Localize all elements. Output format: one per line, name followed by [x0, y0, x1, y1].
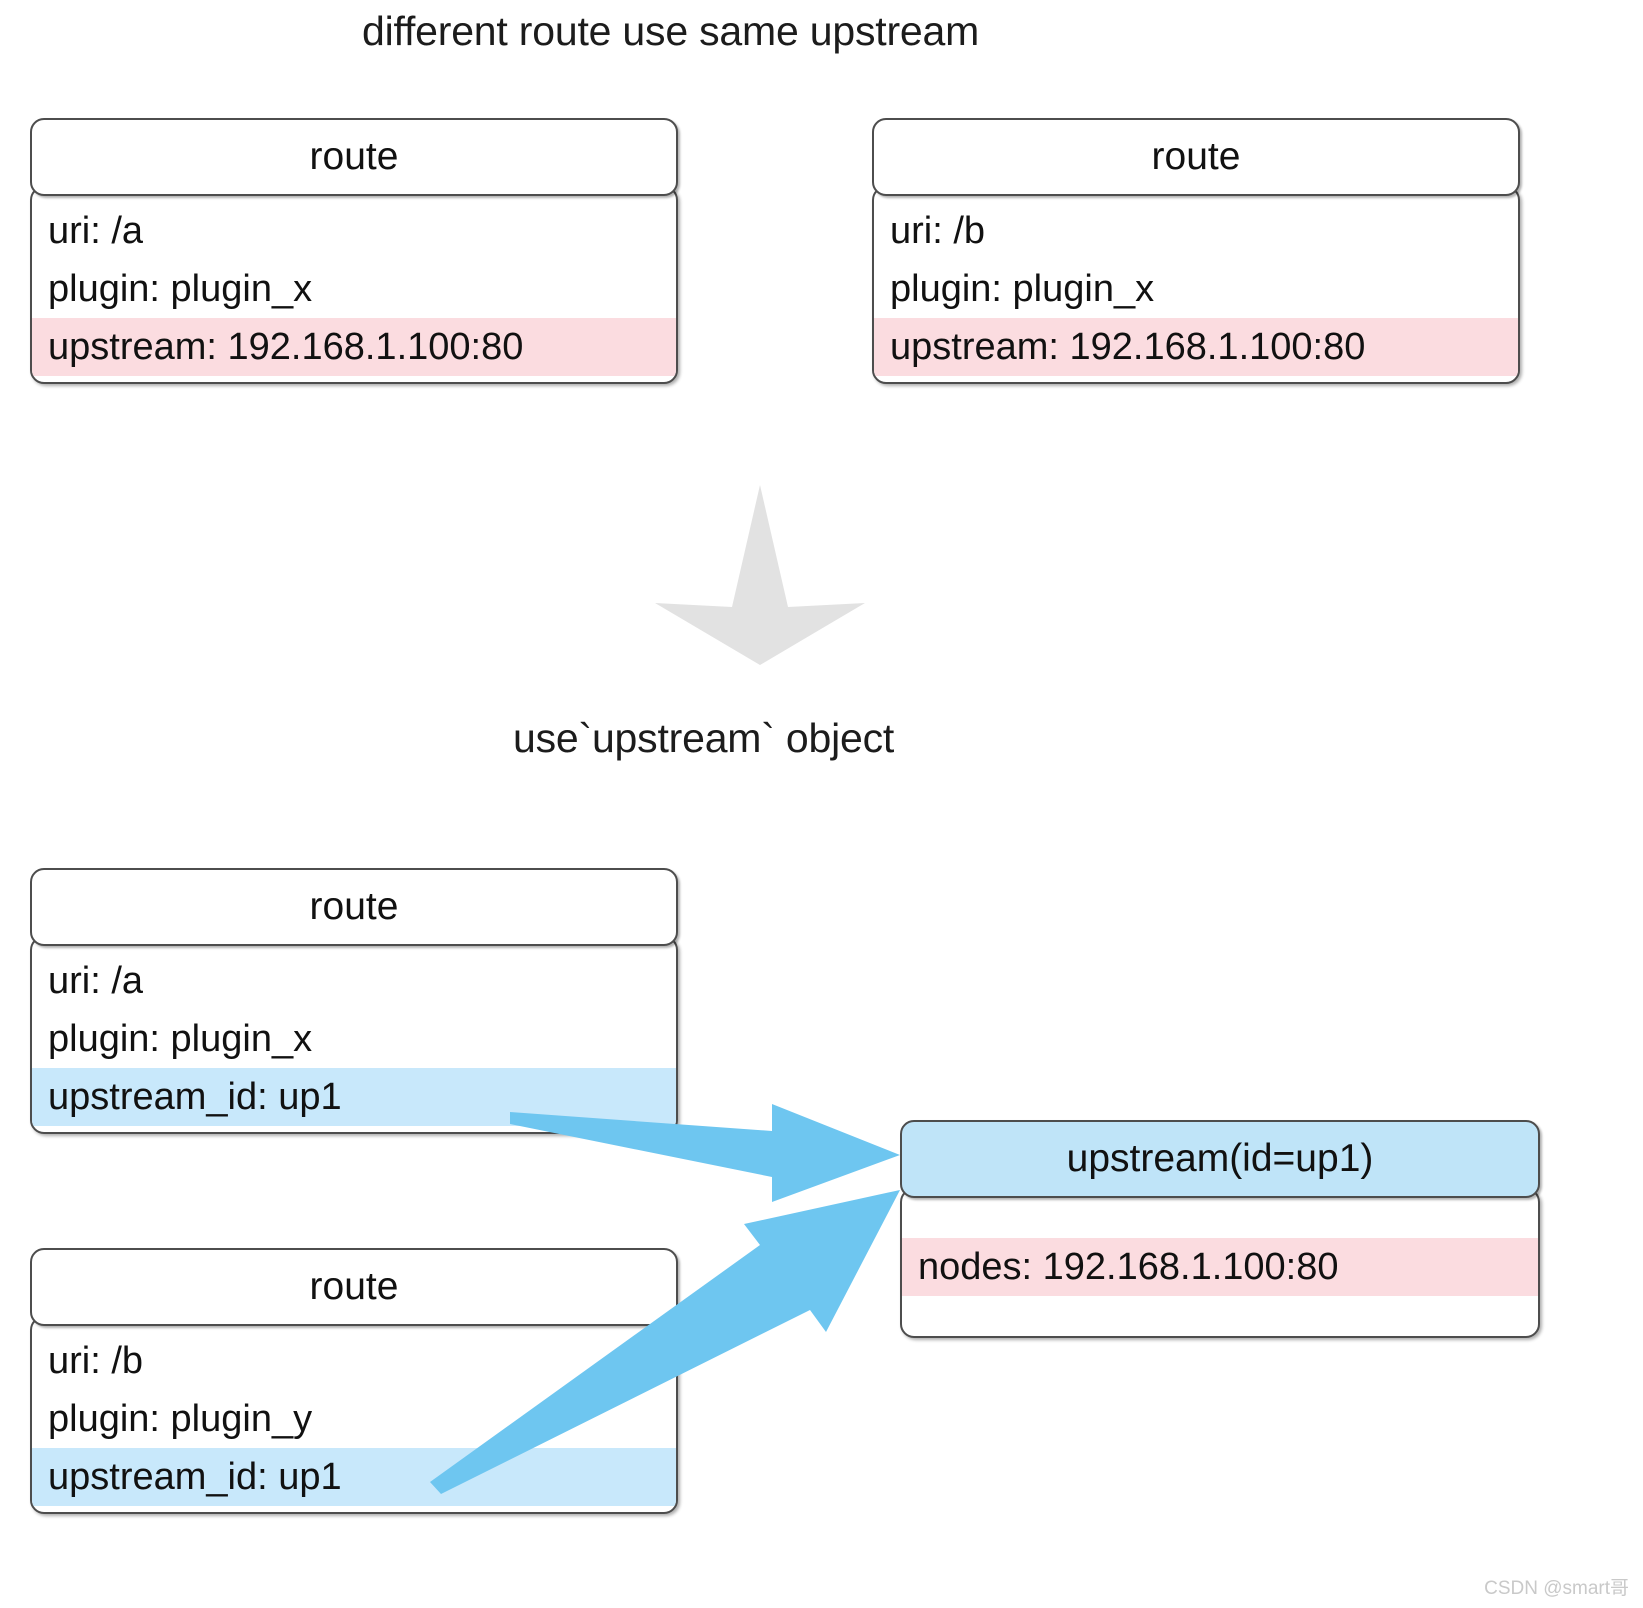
field-plugin: plugin: plugin_x — [890, 268, 1155, 310]
card-body: uri: /a plugin: plugin_x upstream_id: up… — [30, 936, 678, 1134]
field-uri: uri: /b — [890, 210, 986, 252]
field-uri: uri: /a — [48, 210, 144, 252]
down-arrow-icon — [655, 485, 865, 665]
card-header-label: route — [872, 118, 1520, 196]
spacer-row-bottom — [902, 1296, 1538, 1330]
card-header-label: route — [30, 118, 678, 196]
card-header-label: route — [30, 1248, 678, 1326]
field-upstream: upstream: 192.168.1.100:80 — [874, 318, 1518, 376]
upstream-card-header-label: upstream(id=up1) — [900, 1120, 1540, 1198]
watermark: CSDN @smart哥 — [1484, 1578, 1629, 1599]
field-uri: uri: /b — [48, 1340, 144, 1382]
card-body: nodes: 192.168.1.100:80 — [900, 1188, 1540, 1338]
field-plugin: plugin: plugin_x — [48, 268, 313, 310]
field-nodes: nodes: 192.168.1.100:80 — [902, 1238, 1538, 1296]
route-card-bottom-a: route uri: /a plugin: plugin_x upstream_… — [30, 868, 678, 1134]
card-body: uri: /b plugin: plugin_x upstream: 192.1… — [872, 186, 1520, 384]
field-plugin: plugin: plugin_x — [48, 1018, 313, 1060]
card-body: uri: /a plugin: plugin_x upstream: 192.1… — [30, 186, 678, 384]
field-upstream-id: upstream_id: up1 — [32, 1068, 676, 1126]
spacer-row — [902, 1204, 1538, 1238]
field-plugin: plugin: plugin_y — [48, 1398, 313, 1440]
field-upstream-id: upstream_id: up1 — [32, 1448, 676, 1506]
page-title: different route use same upstream — [362, 8, 980, 54]
route-card-bottom-b: route uri: /b plugin: plugin_y upstream_… — [30, 1248, 678, 1514]
card-header-label: route — [30, 868, 678, 946]
route-card-top-right: route uri: /b plugin: plugin_x upstream:… — [872, 118, 1520, 384]
card-body: uri: /b plugin: plugin_y upstream_id: up… — [30, 1316, 678, 1514]
field-uri: uri: /a — [48, 960, 144, 1002]
section-subtitle: use`upstream` object — [513, 715, 895, 761]
route-card-top-left: route uri: /a plugin: plugin_x upstream:… — [30, 118, 678, 384]
field-upstream: upstream: 192.168.1.100:80 — [32, 318, 676, 376]
upstream-card: upstream(id=up1) nodes: 192.168.1.100:80 — [900, 1120, 1540, 1338]
